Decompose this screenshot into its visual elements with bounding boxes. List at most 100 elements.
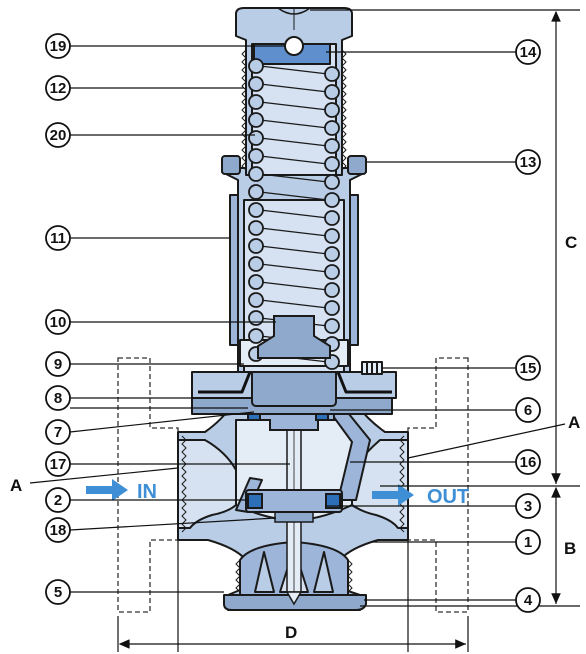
svg-text:19: 19 — [50, 38, 67, 55]
dim-label-a-left: A — [10, 476, 22, 495]
spring-coil-link — [259, 83, 329, 93]
leader-lines — [29, 45, 566, 601]
spring-coil-link — [259, 227, 329, 237]
dimension-lines — [117, 9, 580, 652]
spring-coil — [248, 184, 264, 200]
spring-coil — [248, 58, 264, 74]
callout-1: 1 — [515, 529, 541, 555]
svg-text:20: 20 — [50, 127, 67, 144]
spring-coil — [248, 220, 264, 236]
svg-text:11: 11 — [50, 230, 66, 247]
spring-coil — [324, 138, 340, 154]
plug-thread — [235, 559, 353, 593]
callout-7: 7 — [45, 419, 71, 445]
spring-coil-link — [259, 155, 329, 165]
dim-label-d: D — [285, 623, 297, 642]
spring-coil — [324, 228, 340, 244]
dim-label-a-right: A — [568, 413, 580, 432]
spring-coil-link — [259, 263, 329, 273]
flow-indicators: IN OUT — [86, 479, 469, 508]
spring-coil — [324, 210, 340, 226]
svg-text:14: 14 — [520, 44, 537, 61]
spring-plate — [257, 315, 331, 359]
spring-coil — [324, 282, 340, 298]
callout-2: 2 — [45, 487, 71, 513]
spring-coil — [248, 130, 264, 146]
svg-text:16: 16 — [520, 454, 537, 471]
callout-18: 18 — [45, 517, 71, 543]
svg-text:4: 4 — [524, 592, 533, 609]
spring-coil — [324, 174, 340, 190]
svg-text:1: 1 — [524, 534, 532, 551]
spring-coil — [248, 76, 264, 92]
spring-coil-link — [259, 191, 329, 201]
spring-coil — [324, 156, 340, 172]
callout-14: 14 — [515, 39, 541, 65]
svg-text:3: 3 — [524, 498, 532, 515]
lock-nut — [221, 155, 367, 175]
svg-text:10: 10 — [50, 314, 67, 331]
callout-6: 6 — [515, 397, 541, 423]
callout-12: 12 — [45, 75, 71, 101]
spring-coil-link — [259, 299, 329, 309]
callout-8: 8 — [45, 385, 71, 411]
callout-17: 17 — [45, 451, 71, 477]
svg-text:2: 2 — [54, 492, 62, 509]
spring-coil — [248, 112, 264, 128]
spring-coil-link — [259, 137, 329, 147]
callout-16: 16 — [515, 449, 541, 475]
svg-text:7: 7 — [54, 424, 62, 441]
svg-text:9: 9 — [54, 356, 62, 373]
spring-coil — [324, 264, 340, 280]
spring-coil-link — [259, 209, 329, 219]
spring-coil — [248, 310, 264, 326]
leader-7 — [69, 411, 255, 433]
callout-15: 15 — [515, 355, 541, 381]
spring-coil-link — [259, 281, 329, 291]
main-spring — [248, 58, 340, 370]
spring-coil — [324, 318, 340, 334]
svg-text:17: 17 — [50, 456, 67, 473]
spring-coil — [324, 120, 340, 136]
callouts: 19 14 12 20 13 11 10 9 15 8 6 7 17 16 2 … — [45, 33, 541, 613]
spring-coil — [324, 192, 340, 208]
spring-coil — [248, 274, 264, 290]
spring-coil — [324, 300, 340, 316]
valve-disc — [245, 489, 343, 513]
inlet-arrow — [86, 479, 128, 501]
svg-text:8: 8 — [54, 390, 62, 407]
spring-coil — [248, 256, 264, 272]
callout-9: 9 — [45, 351, 71, 377]
callout-4: 4 — [515, 587, 541, 613]
callout-5: 5 — [45, 579, 71, 605]
outlet-arrow — [372, 484, 414, 506]
svg-text:12: 12 — [50, 80, 67, 97]
spring-coil — [324, 246, 340, 262]
inlet-thread — [177, 435, 187, 536]
spring-coil-link — [259, 173, 329, 183]
svg-text:5: 5 — [54, 584, 62, 601]
spring-coil — [248, 328, 264, 344]
spring-coil — [248, 292, 264, 308]
svg-text:13: 13 — [520, 154, 537, 171]
spring-coil — [248, 94, 264, 110]
spring-coil — [248, 238, 264, 254]
svg-text:18: 18 — [50, 522, 67, 539]
adjusting-cap — [235, 7, 353, 176]
dim-label-b: B — [564, 539, 576, 558]
callout-3: 3 — [515, 493, 541, 519]
spring-coil — [248, 148, 264, 164]
spring-coil — [248, 202, 264, 218]
spring-coil — [248, 166, 264, 182]
outlet-label: OUT — [427, 486, 469, 508]
callout-11: 11 — [45, 225, 71, 251]
spring-coil-link — [259, 119, 329, 129]
spring-coil-link — [259, 65, 329, 75]
spring-coil — [324, 84, 340, 100]
callout-20: 20 — [45, 122, 71, 148]
spring-coil-link — [259, 101, 329, 111]
callout-13: 13 — [515, 149, 541, 175]
svg-text:15: 15 — [520, 360, 537, 377]
